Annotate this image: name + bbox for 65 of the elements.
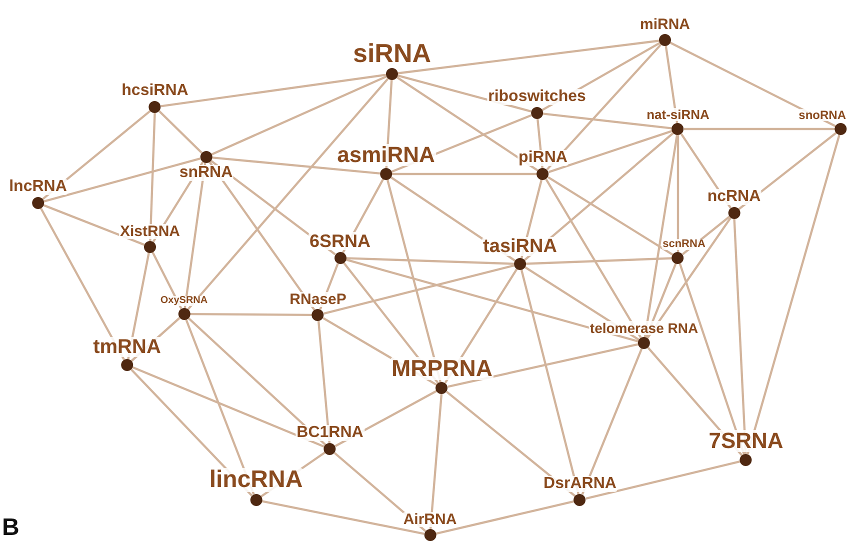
connector-line	[317, 320, 331, 444]
node-label: telomerase RNA	[588, 321, 700, 335]
connector-line	[324, 264, 514, 315]
node-label: BC1RNA	[296, 425, 364, 441]
connector-line	[392, 172, 537, 176]
node-label: lncRNA	[8, 179, 68, 195]
node-label: nat-siRNA	[646, 108, 710, 121]
connector-line	[684, 128, 835, 130]
connector-line	[548, 130, 673, 174]
connector-line	[346, 257, 514, 265]
node-label: XistRNA	[119, 224, 181, 239]
connector-line	[262, 500, 424, 535]
connector-line	[581, 348, 643, 495]
node-label: miRNA	[639, 17, 691, 32]
connector-line	[545, 178, 642, 338]
connector-line	[676, 135, 680, 252]
connector-line	[670, 42, 836, 128]
node-label: DsrARNA	[542, 476, 618, 492]
connector-line	[187, 78, 389, 310]
connector-line	[520, 270, 580, 494]
connector-line	[149, 112, 156, 242]
connector-line	[211, 75, 387, 156]
connector-line	[158, 110, 202, 154]
node-label: riboswitches	[487, 89, 587, 105]
connector-line	[188, 317, 326, 446]
node-label: tmRNA	[92, 337, 162, 357]
connector-line	[132, 366, 325, 448]
node-label: 6SRNA	[308, 232, 372, 250]
connector-line	[733, 218, 747, 454]
connector-line	[678, 263, 746, 455]
connector-line	[190, 312, 312, 316]
connector-line	[396, 76, 539, 172]
connector-line	[436, 500, 574, 535]
node-label: AirRNA	[402, 512, 458, 527]
panel-letter: B	[2, 516, 20, 540]
connector-line	[386, 180, 442, 382]
connector-line	[429, 394, 443, 530]
connector-line	[746, 134, 840, 455]
connector-line	[398, 74, 532, 112]
connector-line	[646, 217, 732, 339]
node-label: scnRNA	[662, 239, 706, 250]
node-label: asmiRNA	[336, 144, 436, 166]
connector-line	[546, 44, 662, 170]
connector-line	[212, 156, 380, 175]
node-label: tasiRNA	[482, 237, 558, 256]
node-label: 7SRNA	[708, 430, 784, 452]
connector-line	[644, 134, 678, 338]
connector-line	[398, 40, 660, 74]
connector-line	[160, 74, 386, 108]
node-label: piRNA	[518, 150, 568, 166]
node-label: snoRNA	[798, 109, 847, 121]
node-label: MRPRNA	[390, 357, 494, 380]
connector-line	[448, 343, 638, 388]
connector-line	[542, 112, 672, 130]
connector-line	[586, 460, 740, 500]
connector-line	[345, 258, 639, 342]
node-label: RNaseP	[288, 292, 348, 307]
connector-line	[526, 257, 672, 265]
connector-line	[44, 158, 200, 202]
node-label: lincRNA	[208, 468, 304, 492]
node-label: snRNA	[178, 165, 234, 181]
node-label: OxySRNA	[159, 296, 209, 306]
connector-line	[548, 176, 674, 256]
connector-line	[43, 204, 145, 246]
node-label: ncRNA	[706, 189, 762, 205]
